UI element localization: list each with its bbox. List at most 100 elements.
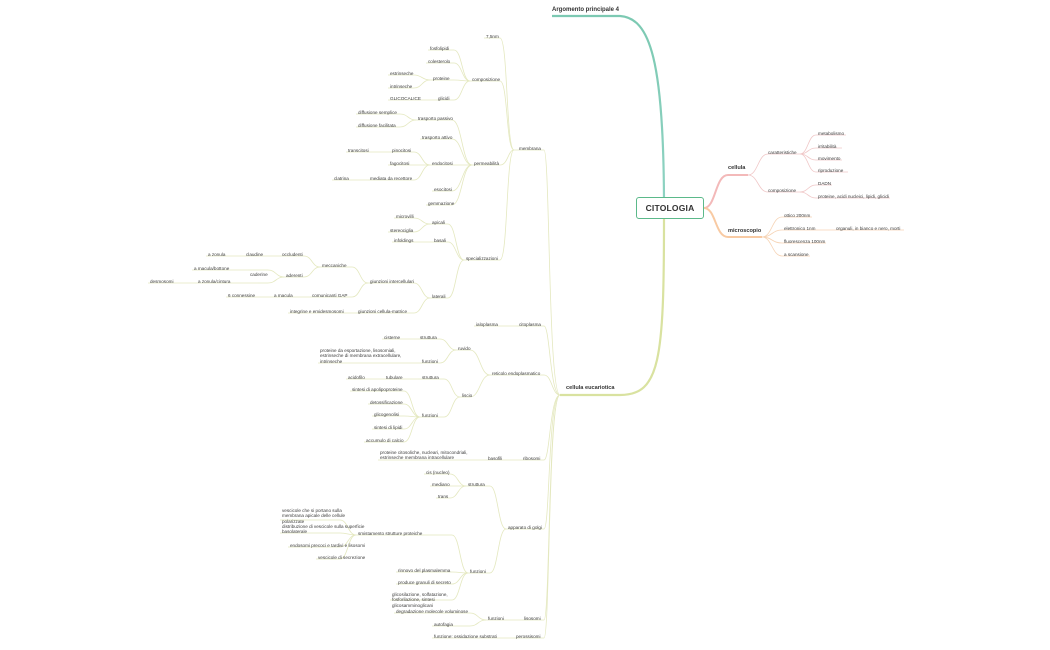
node-struttura-ruvido[interactable]: struttura [420,335,437,340]
node-movimento[interactable]: movimento [818,156,841,161]
node-transcitosi[interactable]: transcitosi [348,148,369,153]
node-riproduzione[interactable]: riproduzione [818,168,844,173]
node-apicali[interactable]: apicali [432,220,446,225]
node-laterali[interactable]: laterali [432,294,446,299]
branch-label-cellula[interactable]: cellula [728,165,746,171]
node-caderine[interactable]: caderine [250,272,268,277]
node-7-5nm[interactable]: 7,5nm [486,34,499,39]
node-reticolo-endoplasmatico[interactable]: reticolo endoplasmatico [492,371,541,376]
node-funzioni-ruvido[interactable]: funzioni [422,359,438,364]
node-scansione[interactable]: a scansione [784,252,809,257]
node-aderenti[interactable]: aderenti [286,273,303,278]
node-glicidi[interactable]: glicidi [438,96,450,101]
node-fagocitosi[interactable]: fagocitosi [390,161,410,166]
node-endosomi[interactable]: endosomi precoci e tardivi e lisosomi [290,543,366,548]
node-a-zonula-cintura[interactable]: a zonula/cintura [198,279,231,284]
node-cisterne[interactable]: cisterne [384,335,401,340]
node-tubulare[interactable]: tubulare [386,375,403,380]
node-giunzioni-matrice[interactable]: giunzioni cellula-matrice [358,309,408,314]
node-glicosilazione[interactable]: glicosilazione, solfatazione, fosforilaz… [392,592,448,608]
node-funzioni-lisosomi[interactable]: funzioni [488,616,504,621]
node-ialoplasma[interactable]: ialoplasma [476,322,498,327]
branch-label-argomento[interactable]: Argomento principale 4 [552,7,620,13]
node-funzioni-golgi[interactable]: funzioni [470,569,486,574]
node-pinocitosi[interactable]: pinocitosi [392,148,412,153]
node-elettronico[interactable]: elettronico 1nm [784,226,816,231]
node-vescicole-apicale[interactable]: vescicole che si portano sulla membrana … [282,508,346,524]
node-distribuzione-vescicole[interactable]: distribuzione di vescicole sulla superfi… [282,524,365,535]
node-mediano[interactable]: mediano [432,482,450,487]
node-claudine[interactable]: claudine [246,252,264,257]
node-cis[interactable]: cis (nucleo) [426,470,450,475]
node-intrinseche[interactable]: intrinseche [390,84,413,89]
node-comunicanti-gap[interactable]: comunicanti GAP [312,293,348,298]
node-lisosomi[interactable]: lisosomi [524,616,541,621]
node-diffusione-facilitata[interactable]: diffusione facilitata [358,123,396,128]
node-specializzazioni[interactable]: specializzazioni [466,256,498,261]
node-connessine[interactable]: 6 connessine [228,293,256,298]
node-clatrina[interactable]: clatrina [334,176,349,181]
node-accumulo-calcio[interactable]: accumulo di calcio [366,438,404,443]
node-funzioni-liscio[interactable]: funzioni [422,413,438,418]
node-rinnovo-plasmalemma[interactable]: rinnovo del plasmalemma [398,568,451,573]
branch-label-microscopio[interactable]: microscopio [728,228,762,234]
node-detossificazione[interactable]: detossificazione [370,400,403,405]
node-membrana[interactable]: membrana [519,146,541,151]
node-esocitosi[interactable]: esocitosi [434,187,452,192]
node-granuli-secreto[interactable]: produce granuli di secreto [398,580,451,585]
node-ruvido[interactable]: ruvido [458,346,471,351]
node-meccaniche[interactable]: meccaniche [322,263,347,268]
node-metabolismo[interactable]: metabolismo [818,131,845,136]
node-colesterolo[interactable]: colesterolo [428,59,451,64]
node-apparato-golgi[interactable]: apparato di golgi [508,525,542,530]
node-citoplasma[interactable]: citoplasma [519,322,541,327]
node-autofagia[interactable]: autofagia [434,622,453,627]
node-microvilli[interactable]: microvilli [396,214,414,219]
node-ossidazione[interactable]: funzione: ossidazione substrati [434,634,497,639]
node-trasporto-attivo[interactable]: trasporto attivo [422,135,453,140]
node-ribosomi[interactable]: ribosomi [523,456,541,461]
node-ribosomi-proteine[interactable]: proteine citosoliche, nucleari, mitocond… [380,450,468,461]
node-endocitosi[interactable]: endocitosi [432,161,453,166]
node-estrinseche[interactable]: estrinseche [390,71,414,76]
node-fosfolipidi[interactable]: fosfolipidi [430,46,450,51]
node-dna[interactable]: DADN [818,181,832,186]
node-a-zonula[interactable]: a zonula [208,252,226,257]
node-apolipoproteine[interactable]: sintesi di apolipoproteine [352,387,403,392]
node-degradazione[interactable]: degradazione molecole voluminose [396,609,469,614]
node-giunzioni-intercellulari[interactable]: giunzioni intercellulari [370,279,414,284]
node-ottico[interactable]: ottico 200nm [784,213,811,218]
node-integrine[interactable]: integrine e emidesmosomi [290,309,344,314]
node-proteine-membrana[interactable]: proteine [433,76,450,81]
node-glicocalice[interactable]: GLICOCALICE [390,96,421,101]
node-a-macula-bottone[interactable]: a macula/bottone [194,266,230,271]
node-infoldings[interactable]: infoldings [394,238,414,243]
node-liscio[interactable]: liscio [462,393,473,398]
node-a-macula[interactable]: a macula [274,293,293,298]
node-stereociglia[interactable]: stereociglia [390,228,414,233]
node-basofili[interactable]: basofili [488,456,503,461]
node-occludenti[interactable]: occludenti [282,252,303,257]
node-acidofilo[interactable]: acidofilo [348,375,365,380]
node-smistamento[interactable]: smistamento strutture proteiche [358,531,423,536]
node-irritabilita[interactable]: irritabilità [818,144,837,149]
node-desmosomi[interactable]: desmosomi [150,279,174,284]
node-mediata-recettore[interactable]: mediata da recettore [370,176,413,181]
node-proteine-esportazione[interactable]: proteine da esportazione, lisosomiali, e… [320,348,402,364]
node-composizione-cellula[interactable]: composizione [768,188,797,193]
node-trasporto-passivo[interactable]: trasporto passivo [418,116,453,121]
root-node-citologia[interactable]: CITOLOGIA [636,197,704,219]
node-sintesi-lipidi[interactable]: sintesi di lipidi [374,425,403,430]
node-composizione-membrana[interactable]: composizione [472,77,501,82]
node-struttura-liscio[interactable]: struttura [422,375,439,380]
node-diffusione-semplice[interactable]: diffusione semplice [358,110,397,115]
node-struttura-golgi[interactable]: struttura [468,482,485,487]
node-glicogenolisi[interactable]: glicogenolisi [374,412,400,417]
node-perossisomi[interactable]: perossisomi [516,634,541,639]
node-proteine-acidi[interactable]: proteine, acidi nucleici, lipidi, glicid… [818,194,889,199]
node-caratteristiche[interactable]: caratteristiche [768,150,797,155]
node-trans[interactable]: trans [438,494,449,499]
node-vescicole-secrezione[interactable]: vescicole di secrezione [318,555,366,560]
node-gemmazione[interactable]: gemmazione [428,201,455,206]
branch-label-cellula-eucariotica[interactable]: cellula eucariotica [566,385,615,391]
